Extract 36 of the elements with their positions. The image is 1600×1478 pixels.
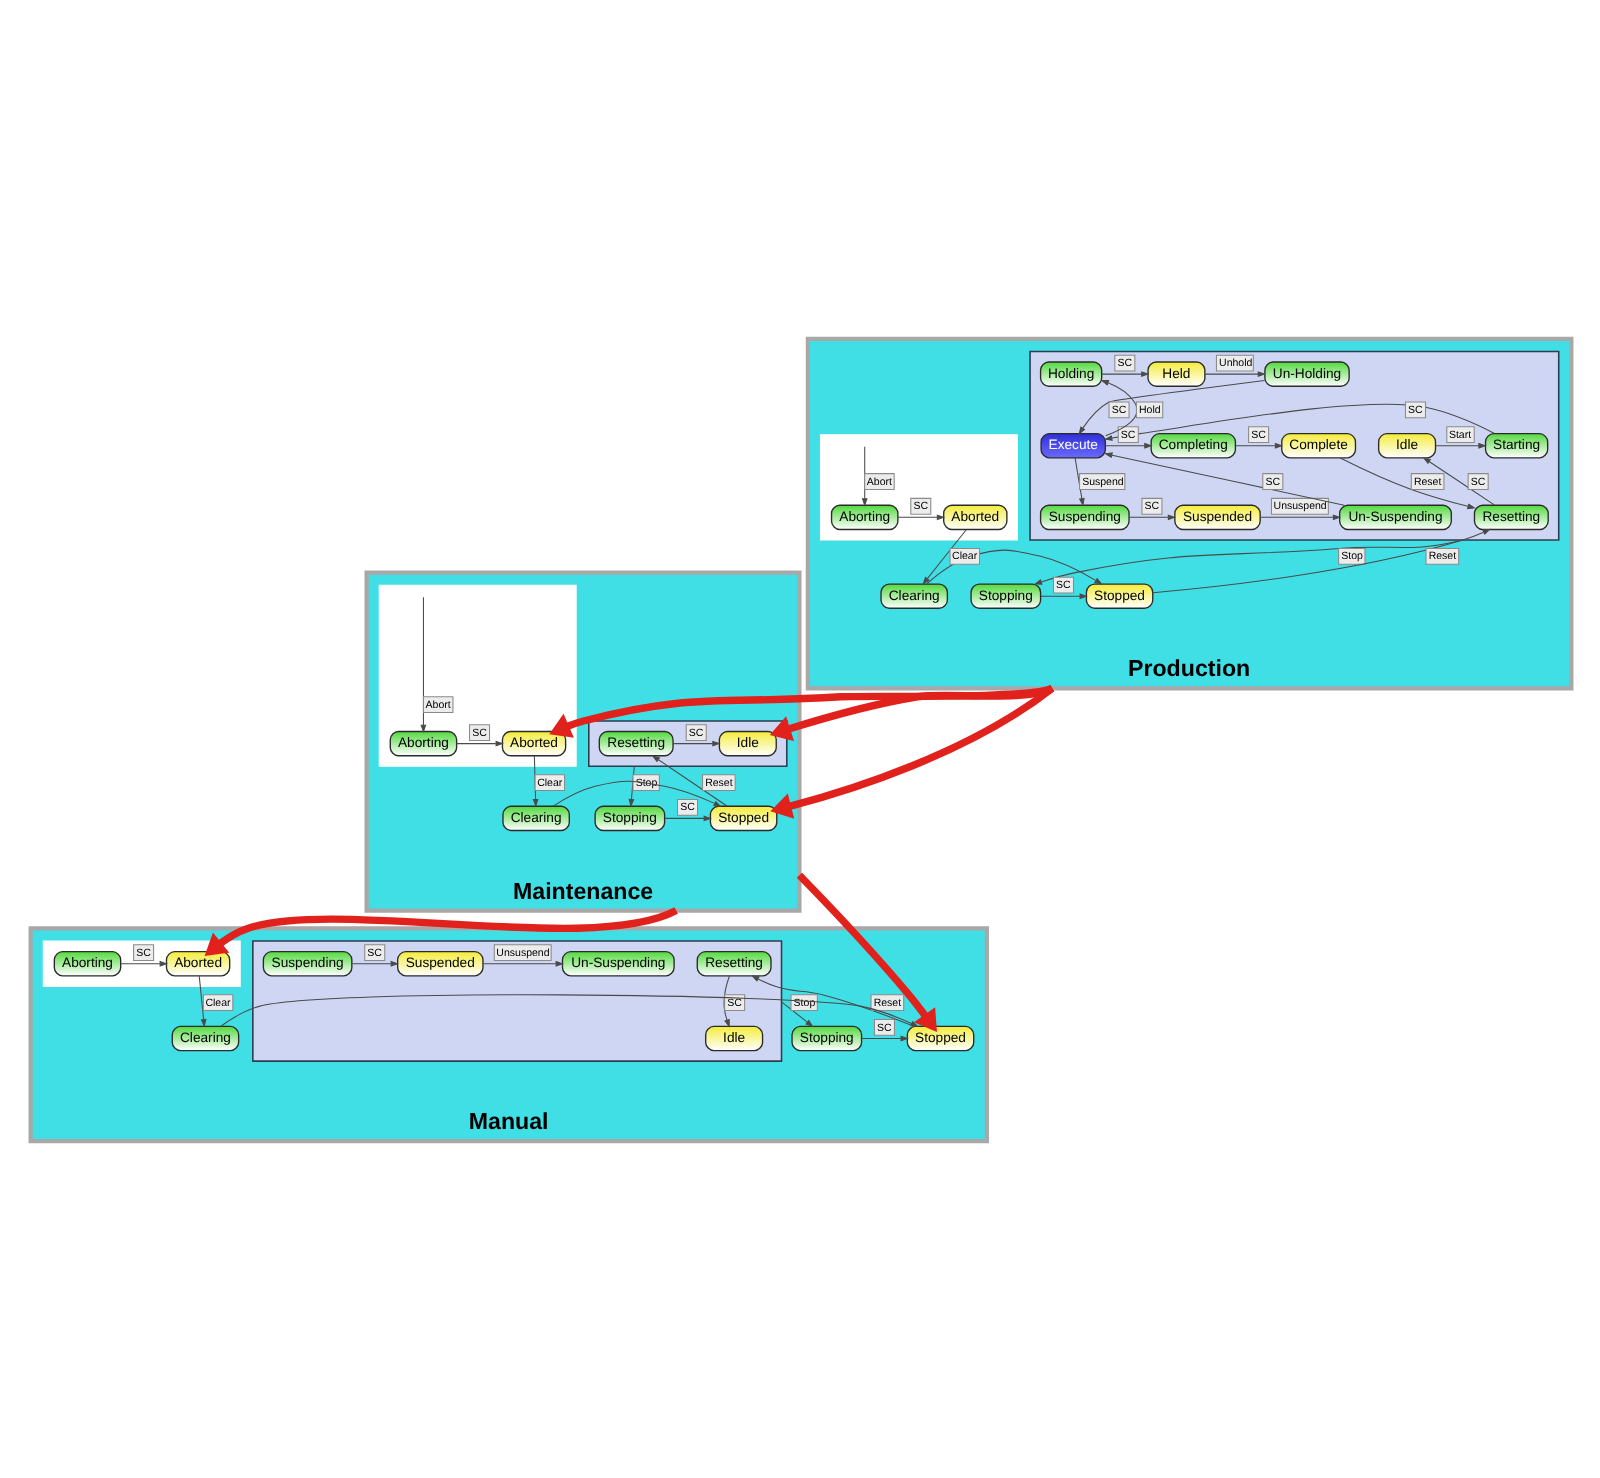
arrow (769, 684, 1054, 818)
arrow (921, 528, 966, 584)
arrow (419, 595, 426, 733)
arrow (896, 513, 945, 520)
arrow (1421, 456, 1495, 505)
arrow (1151, 527, 1491, 593)
arrow (197, 974, 206, 1027)
arrow (780, 1000, 813, 1027)
arrow (671, 739, 720, 746)
arrow (722, 974, 729, 1027)
arrow (1103, 441, 1152, 448)
arrow (455, 739, 503, 746)
arrow (650, 754, 727, 806)
arrow (1100, 370, 1149, 377)
arrow (1338, 456, 1475, 509)
arrow (1203, 370, 1266, 377)
arrow (1234, 441, 1283, 448)
arrow (481, 959, 564, 966)
arrow (1039, 592, 1087, 599)
arrow (1032, 538, 1463, 584)
arrow (1077, 379, 1265, 434)
arrow (663, 814, 711, 821)
arrow (1434, 441, 1486, 448)
arrow (1127, 513, 1176, 520)
arrow (1103, 451, 1344, 505)
arrow (860, 1034, 908, 1041)
arrow (750, 974, 914, 1026)
arrow (551, 779, 721, 806)
arrow (795, 871, 936, 1031)
arrow (1073, 456, 1084, 506)
arrow (548, 683, 1053, 737)
arrow (350, 959, 399, 966)
arrow (1099, 379, 1137, 436)
arrow (1259, 513, 1341, 520)
arrow (119, 959, 168, 966)
cluster (818, 433, 1017, 540)
